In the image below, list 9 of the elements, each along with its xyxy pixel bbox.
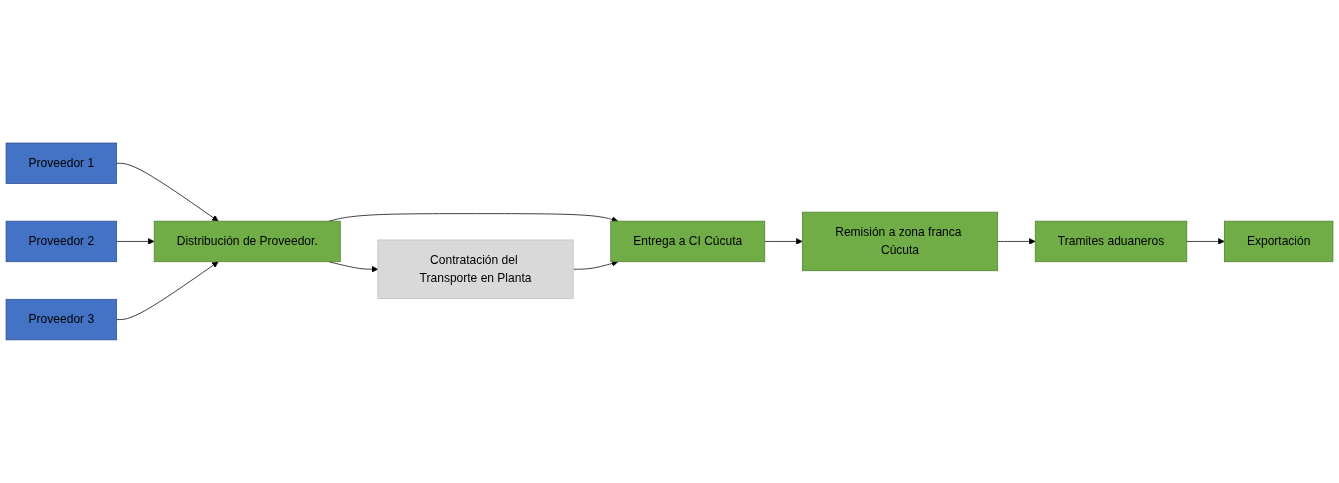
node-box: Exportación	[1224, 220, 1334, 263]
node-box: Proveedor 1	[5, 142, 117, 185]
node-box: Distribución de Proveedor.	[153, 220, 341, 263]
node-box: Contratación del Transporte en Planta	[377, 239, 574, 299]
node-box: Tramites aduaneros	[1034, 220, 1188, 263]
node-box: Proveedor 3	[5, 298, 117, 341]
node-box: Proveedor 2	[5, 220, 117, 263]
node-box: Entrega a CI Cúcuta	[610, 220, 766, 263]
node-box: Remisión a zona franca Cúcuta	[801, 211, 999, 272]
